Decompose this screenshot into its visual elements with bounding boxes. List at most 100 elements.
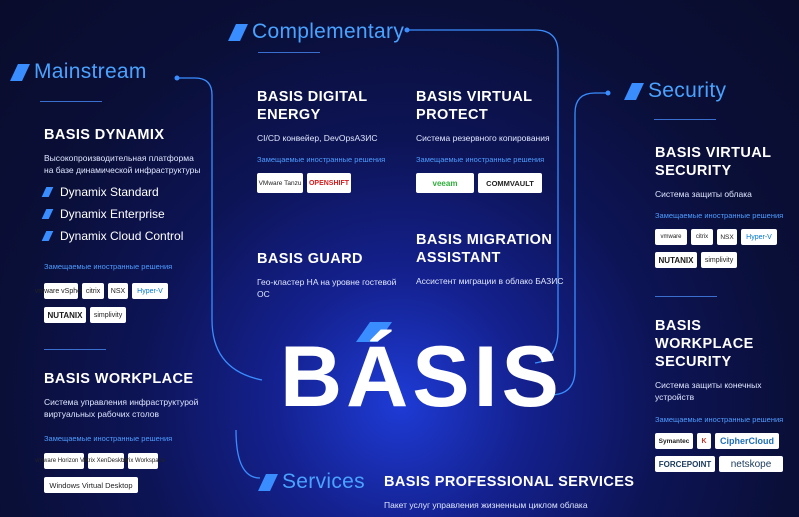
divider <box>258 52 320 53</box>
vendor-logos: FORCEPOINT netskope <box>655 456 795 472</box>
nutanix-logo: NUTANIX <box>44 307 86 323</box>
product-digital-energy: BASIS DIGITAL ENERGY CI/CD конвейер, Dev… <box>257 88 407 193</box>
replacement-label: Замещаемые иностранные решения <box>655 415 784 424</box>
section-title: Services <box>282 470 365 493</box>
vmware-logo: vmware vSphere <box>35 283 87 299</box>
symantec-logo: Symantec <box>655 433 693 449</box>
desc-line: виртуальных рабочих столов <box>44 409 160 419</box>
connector-mainstream <box>177 77 263 381</box>
product-title: BASIS WORKPLACE SECURITY <box>655 318 754 370</box>
divider <box>654 119 716 120</box>
product-dynamix: BASIS DYNAMIX Высокопроизводительная пла… <box>35 126 214 323</box>
replacement-label: Замещаемые иностранные решения <box>44 262 173 271</box>
openshift-logo: OPENSHIFT <box>307 173 351 193</box>
section-security: Security <box>624 79 727 103</box>
section-title: Mainstream <box>34 60 147 83</box>
product-desc: Гео-кластер HA на уровне гостевой ОС <box>257 277 397 299</box>
product-title: BASIS VIRTUAL SECURITY <box>655 145 772 179</box>
commvault-logo: COMMVAULT <box>478 173 542 193</box>
product-title: BASIS DYNAMIX <box>44 127 165 143</box>
product-professional-services: BASIS PROFESSIONAL SERVICES Пакет услуг … <box>384 473 664 511</box>
slash-icon <box>228 23 248 41</box>
replacement-label: Замещаемые иностранные решения <box>655 211 784 220</box>
edition-list: Dynamix Standard Dynamix Enterprise Dyna… <box>41 181 214 247</box>
product-desc: Ассистент миграции в облако БАЗИС <box>416 276 564 286</box>
product-title: BASIS DIGITAL ENERGY <box>257 89 368 123</box>
product-desc: Пакет услуг управления жизненным циклом … <box>384 500 588 510</box>
product-desc: Высокопроизводительная платформа на базе… <box>44 152 214 176</box>
connector-dot <box>174 75 180 81</box>
section-complementary: Complementary <box>228 20 405 44</box>
slash-icon <box>10 63 30 81</box>
basis-logo: BÁSIS <box>280 329 563 425</box>
nsx-logo: NSX <box>717 229 737 245</box>
replacement-label: Замещаемые иностранные решения <box>416 155 545 164</box>
citrix-workspace-logo: citrix Workspace <box>121 453 165 469</box>
product-virtual-protect: BASIS VIRTUAL PROTECT Система резервного… <box>416 88 566 193</box>
list-item: Dynamix Enterprise <box>41 203 214 225</box>
forcepoint-logo: FORCEPOINT <box>655 456 715 472</box>
section-mainstream: Mainstream <box>10 60 147 84</box>
vendor-logos: NUTANIX simplivity <box>44 307 214 323</box>
hyperv-logo: Hyper-V <box>132 283 168 299</box>
vendor-logos: Windows Virtual Desktop <box>44 477 214 493</box>
nutanix-logo: NUTANIX <box>655 252 697 268</box>
citrix-xendesktop-logo: citrix XenDesktop <box>83 453 129 469</box>
vendor-logos: VMware Tanzu OPENSHIFT <box>257 173 407 193</box>
slash-icon <box>258 473 278 491</box>
windows-vd-logo: Windows Virtual Desktop <box>44 477 138 493</box>
desc-line: на базе динамической инфраструктуры <box>44 165 201 175</box>
simplivity-logo: simplivity <box>90 307 126 323</box>
kaspersky-logo: K <box>697 433 711 449</box>
slash-icon <box>41 187 54 197</box>
list-item: Dynamix Cloud Control <box>41 225 214 247</box>
vmware-logo: vmware <box>655 229 687 245</box>
replacement-label: Замещаемые иностранные решения <box>257 155 386 164</box>
nsx-logo: NSX <box>108 283 128 299</box>
hyperv-logo: Hyper-V <box>741 229 777 245</box>
vmware-horizon-logo: vmware Horizon View <box>35 453 93 469</box>
product-desc: CI/CD конвейер, DevOpsАЗИС <box>257 133 378 143</box>
divider <box>44 349 106 350</box>
vendor-logos: Symantec K CipherCloud <box>655 433 795 449</box>
simplivity-logo: simplivity <box>701 252 737 268</box>
section-services: Services <box>258 470 365 494</box>
divider <box>40 101 102 102</box>
product-guard: BASIS GUARD Гео-кластер HA на уровне гос… <box>257 250 407 300</box>
replacement-label: Замещаемые иностранные решения <box>44 434 173 443</box>
product-desc: Система защиты облака <box>655 189 752 199</box>
product-title: BASIS GUARD <box>257 251 363 267</box>
desc-line: Система управления инфраструктурой <box>44 397 199 407</box>
vendor-logos: veeam COMMVAULT <box>416 173 566 193</box>
section-title: Security <box>648 79 727 102</box>
section-title: Complementary <box>252 20 405 43</box>
slash-icon <box>41 231 54 241</box>
slash-icon <box>624 82 644 100</box>
product-workplace-security: BASIS WORKPLACE SECURITY Система защиты … <box>655 317 795 472</box>
product-desc: Система резервного копирования <box>416 133 550 143</box>
slash-icon <box>41 209 54 219</box>
netskope-logo: netskope <box>719 456 783 472</box>
veeam-logo: veeam <box>416 173 474 193</box>
citrix-logo: citrix <box>82 283 104 299</box>
desc-line: Высокопроизводительная платформа <box>44 153 194 163</box>
connector-complementary <box>407 29 559 364</box>
product-title: BASIS PROFESSIONAL SERVICES <box>384 474 635 490</box>
product-title: BASIS WORKPLACE <box>44 371 194 387</box>
product-title: BASIS VIRTUAL PROTECT <box>416 89 533 123</box>
product-virtual-security: BASIS VIRTUAL SECURITY Система защиты об… <box>655 144 795 268</box>
connector-services <box>235 429 261 479</box>
product-title: BASIS MIGRATION ASSISTANT <box>416 232 553 266</box>
citrix-logo: citrix <box>691 229 713 245</box>
list-item: Dynamix Standard <box>41 181 214 203</box>
tanzu-logo: VMware Tanzu <box>257 173 303 193</box>
product-migration: BASIS MIGRATION ASSISTANT Ассистент мигр… <box>416 231 566 287</box>
ciphercloud-logo: CipherCloud <box>715 433 779 449</box>
vendor-logos: vmware citrix NSX Hyper-V <box>655 229 795 245</box>
vendor-logos: vmware Horizon View citrix XenDesktop ci… <box>35 453 214 469</box>
divider <box>655 296 717 297</box>
vendor-logos: NUTANIX simplivity <box>655 252 795 268</box>
product-desc: Система защиты конечных устройств <box>655 380 762 402</box>
connector-dot <box>605 90 611 96</box>
